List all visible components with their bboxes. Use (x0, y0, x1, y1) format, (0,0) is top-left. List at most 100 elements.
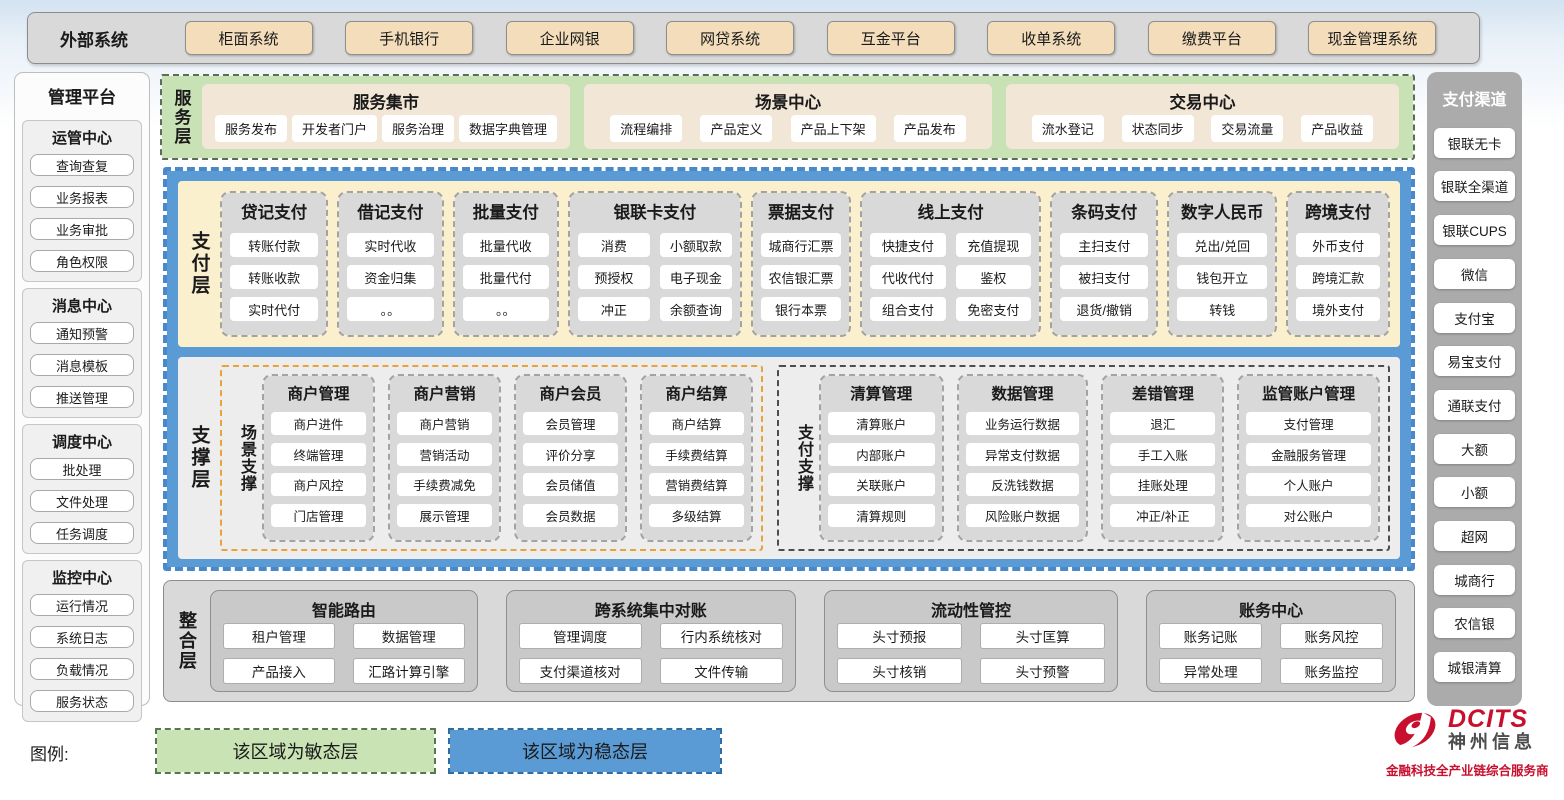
integration-button[interactable]: 管理调度 (518, 623, 642, 649)
channel-button[interactable]: 银联CUPS (1434, 215, 1515, 246)
integration-button[interactable]: 租户管理 (223, 623, 335, 649)
support-button[interactable]: 支付管理 (1246, 412, 1371, 436)
support-button[interactable]: 门店管理 (271, 503, 366, 527)
payment-button[interactable]: 转账付款 (230, 233, 319, 257)
integration-button[interactable]: 汇路计算引擎 (352, 658, 465, 684)
payment-button[interactable]: 实时代付 (230, 297, 319, 321)
support-button[interactable]: 商户营销 (397, 412, 492, 436)
channel-button[interactable]: 易宝支付 (1434, 346, 1515, 377)
service-button[interactable]: 产品定义 (700, 115, 773, 142)
support-button[interactable]: 营销费结算 (649, 473, 744, 497)
support-button[interactable]: 风险账户数据 (965, 503, 1080, 527)
channel-button[interactable]: 小额 (1434, 477, 1515, 508)
integration-button[interactable]: 数据管理 (352, 623, 465, 649)
support-button[interactable]: 清算规则 (827, 503, 935, 527)
payment-button[interactable]: 充值提现 (955, 233, 1032, 257)
channel-button[interactable]: 城商行 (1434, 564, 1515, 595)
service-button[interactable]: 产品上下架 (790, 115, 876, 142)
payment-button[interactable]: 农信银汇票 (760, 265, 842, 289)
support-button[interactable]: 会员数据 (523, 503, 618, 527)
support-button[interactable]: 商户结算 (649, 412, 744, 436)
management-button[interactable]: 批处理 (30, 458, 134, 480)
payment-button[interactable]: 被扫支付 (1060, 265, 1149, 289)
management-button[interactable]: 角色权限 (30, 250, 134, 272)
support-button[interactable]: 异常支付数据 (965, 442, 1080, 466)
payment-button[interactable]: 余额查询 (659, 297, 732, 321)
channel-button[interactable]: 支付宝 (1434, 302, 1515, 333)
channel-button[interactable]: 大额 (1434, 433, 1515, 464)
support-button[interactable]: 金融服务管理 (1246, 442, 1371, 466)
payment-button[interactable]: 主扫支付 (1060, 233, 1149, 257)
payment-button[interactable]: 城商行汇票 (760, 233, 842, 257)
support-button[interactable]: 业务运行数据 (965, 412, 1080, 436)
management-button[interactable]: 推送管理 (30, 386, 134, 408)
support-button[interactable]: 挂账处理 (1110, 473, 1216, 497)
support-button[interactable]: 个人账户 (1246, 473, 1371, 497)
integration-button[interactable]: 头寸匡算 (979, 623, 1106, 649)
external-system-button[interactable]: 网贷系统 (666, 21, 795, 55)
service-button[interactable]: 流水登记 (1031, 115, 1104, 142)
channel-button[interactable]: 通联支付 (1434, 389, 1515, 420)
payment-button[interactable]: 免密支付 (955, 297, 1032, 321)
payment-button[interactable]: 鉴权 (955, 265, 1032, 289)
support-button[interactable]: 反洗钱数据 (965, 473, 1080, 497)
external-system-button[interactable]: 收单系统 (987, 21, 1116, 55)
payment-button[interactable]: 转账收款 (230, 265, 319, 289)
channel-button[interactable]: 超网 (1434, 521, 1515, 552)
management-button[interactable]: 通知预警 (30, 322, 134, 344)
payment-button[interactable]: 小额取款 (659, 233, 732, 257)
support-button[interactable]: 会员管理 (523, 412, 618, 436)
service-button[interactable]: 开发者门户 (292, 115, 378, 142)
management-button[interactable]: 任务调度 (30, 522, 134, 544)
service-button[interactable]: 产品收益 (1301, 115, 1374, 142)
management-button[interactable]: 业务审批 (30, 218, 134, 240)
integration-button[interactable]: 账务记账 (1159, 623, 1263, 649)
integration-button[interactable]: 头寸预报 (836, 623, 962, 649)
payment-button[interactable]: 境外支付 (1296, 297, 1380, 321)
support-button[interactable]: 会员储值 (523, 473, 618, 497)
support-button[interactable]: 商户进件 (271, 412, 366, 436)
service-button[interactable]: 服务治理 (382, 115, 455, 142)
support-button[interactable]: 手工入账 (1110, 442, 1216, 466)
integration-button[interactable]: 异常处理 (1159, 658, 1263, 684)
payment-button[interactable]: 。。 (347, 297, 434, 321)
integration-button[interactable]: 文件传输 (659, 658, 783, 684)
channel-button[interactable]: 银联全渠道 (1434, 171, 1515, 202)
payment-button[interactable]: 退货/撤销 (1060, 297, 1149, 321)
integration-button[interactable]: 产品接入 (223, 658, 335, 684)
channel-button[interactable]: 微信 (1434, 258, 1515, 289)
service-button[interactable]: 产品发布 (893, 115, 966, 142)
external-system-button[interactable]: 柜面系统 (184, 21, 313, 55)
service-button[interactable]: 流程编排 (610, 115, 683, 142)
payment-button[interactable]: 兑出/兑回 (1177, 233, 1268, 257)
external-system-button[interactable]: 缴费平台 (1147, 21, 1276, 55)
integration-button[interactable]: 头寸核销 (836, 658, 962, 684)
payment-button[interactable]: 代收代付 (870, 265, 946, 289)
channel-button[interactable]: 农信银 (1434, 608, 1515, 639)
payment-button[interactable]: 消费 (577, 233, 650, 257)
management-button[interactable]: 负载情况 (30, 658, 134, 680)
payment-button[interactable]: 预授权 (577, 265, 650, 289)
payment-button[interactable]: 电子现金 (659, 265, 732, 289)
service-button[interactable]: 服务发布 (215, 115, 288, 142)
management-button[interactable]: 查询查复 (30, 154, 134, 176)
payment-button[interactable]: 组合支付 (870, 297, 946, 321)
payment-button[interactable]: 钱包开立 (1177, 265, 1268, 289)
integration-button[interactable]: 行内系统核对 (659, 623, 783, 649)
payment-button[interactable]: 外币支付 (1296, 233, 1380, 257)
support-button[interactable]: 内部账户 (827, 442, 935, 466)
payment-button[interactable]: 批量代收 (462, 233, 549, 257)
support-button[interactable]: 多级结算 (649, 503, 744, 527)
external-system-button[interactable]: 企业网银 (505, 21, 634, 55)
support-button[interactable]: 关联账户 (827, 473, 935, 497)
external-system-button[interactable]: 现金管理系统 (1308, 21, 1437, 55)
channel-button[interactable]: 银联无卡 (1434, 127, 1515, 158)
management-button[interactable]: 服务状态 (30, 690, 134, 712)
payment-button[interactable]: 快捷支付 (870, 233, 946, 257)
integration-button[interactable]: 支付渠道核对 (518, 658, 642, 684)
management-button[interactable]: 运行情况 (30, 594, 134, 616)
integration-button[interactable]: 头寸预警 (979, 658, 1106, 684)
payment-button[interactable]: 实时代收 (347, 233, 434, 257)
support-button[interactable]: 退汇 (1110, 412, 1216, 436)
support-button[interactable]: 对公账户 (1246, 503, 1371, 527)
